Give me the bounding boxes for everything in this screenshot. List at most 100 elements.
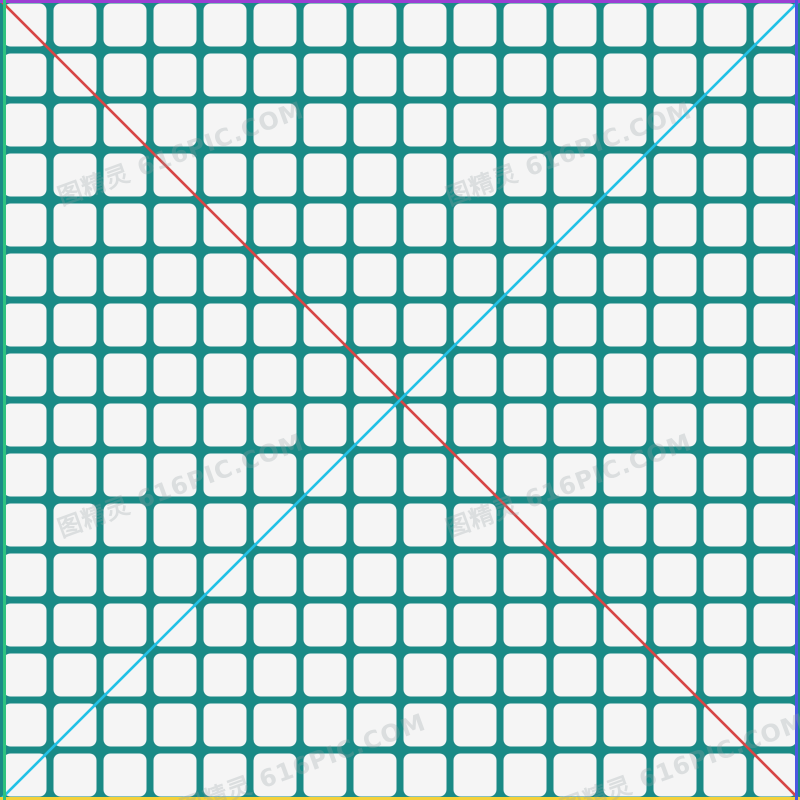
grid-node <box>345 645 355 655</box>
grid-node <box>95 595 105 605</box>
grid-cell <box>253 703 297 747</box>
grid-cell <box>403 53 447 97</box>
grid-cell <box>103 253 147 297</box>
grid-cell <box>603 403 647 447</box>
grid-node <box>595 345 605 355</box>
grid-node <box>645 745 655 755</box>
grid-cell <box>603 53 647 97</box>
grid-node <box>345 495 355 505</box>
grid-node <box>145 745 155 755</box>
grid-node <box>395 345 405 355</box>
grid-node <box>445 595 455 605</box>
grid-cell <box>453 553 497 597</box>
grid-cell <box>653 53 697 97</box>
grid-cell <box>403 303 447 347</box>
grid-node <box>145 395 155 405</box>
grid-cell <box>203 603 247 647</box>
grid-cell <box>353 553 397 597</box>
grid-cell <box>353 53 397 97</box>
grid-node <box>395 445 405 455</box>
grid-node <box>445 295 455 305</box>
grid-node <box>45 245 55 255</box>
grid-node <box>695 295 705 305</box>
grid-node <box>295 545 305 555</box>
grid-cell <box>303 603 347 647</box>
grid-node <box>245 295 255 305</box>
grid-node <box>45 145 55 155</box>
grid-node <box>145 495 155 505</box>
grid-cell <box>503 53 547 97</box>
grid-cell <box>103 603 147 647</box>
grid-node <box>545 445 555 455</box>
grid-cell <box>303 403 347 447</box>
grid-node <box>245 745 255 755</box>
grid-cell <box>53 603 97 647</box>
grid-node <box>645 695 655 705</box>
grid-cell <box>103 403 147 447</box>
grid-cell <box>753 603 797 647</box>
grid-node <box>395 695 405 705</box>
grid-node <box>695 645 705 655</box>
grid-node <box>145 595 155 605</box>
grid-node <box>95 195 105 205</box>
grid-node <box>595 45 605 55</box>
grid-cell <box>703 603 747 647</box>
grid-cell <box>703 403 747 447</box>
grid-node <box>645 95 655 105</box>
grid-node <box>45 495 55 505</box>
grid-cell <box>603 753 647 797</box>
grid-node <box>495 595 505 605</box>
grid-cell <box>153 103 197 147</box>
grid-node <box>595 745 605 755</box>
grid-cell <box>553 53 597 97</box>
grid-node <box>295 345 305 355</box>
grid-node <box>45 95 55 105</box>
grid-node <box>195 445 205 455</box>
grid-node <box>345 595 355 605</box>
grid-node <box>145 45 155 55</box>
grid-cell <box>403 203 447 247</box>
grid-cell <box>153 403 197 447</box>
grid-node <box>295 195 305 205</box>
grid-node <box>195 645 205 655</box>
grid-cell <box>553 653 597 697</box>
grid-cell <box>353 153 397 197</box>
grid-node <box>95 495 105 505</box>
grid-cell <box>203 3 247 47</box>
grid-node <box>495 345 505 355</box>
grid-node <box>445 545 455 555</box>
grid-cell <box>703 453 747 497</box>
grid-cell <box>503 203 547 247</box>
grid-node <box>195 495 205 505</box>
grid-cell <box>3 453 47 497</box>
grid-cell <box>203 753 247 797</box>
grid-cell <box>403 103 447 147</box>
grid-node <box>645 545 655 555</box>
grid-cell <box>253 303 297 347</box>
grid-node <box>695 445 705 455</box>
grid-cell <box>503 703 547 747</box>
grid-cell <box>303 753 347 797</box>
grid-cell <box>253 603 297 647</box>
grid-cell <box>303 503 347 547</box>
grid-node <box>745 395 755 405</box>
grid-cell <box>153 453 197 497</box>
grid-node <box>345 195 355 205</box>
grid-node <box>545 45 555 55</box>
grid-cell <box>753 203 797 247</box>
grid-node <box>595 145 605 155</box>
grid-node <box>745 645 755 655</box>
grid-cell <box>403 503 447 547</box>
grid-node <box>45 645 55 655</box>
grid-cell <box>403 453 447 497</box>
grid-node <box>395 95 405 105</box>
grid-node <box>195 95 205 105</box>
grid-node <box>495 745 505 755</box>
grid-cell <box>253 753 297 797</box>
grid-node <box>545 145 555 155</box>
grid-cell <box>203 353 247 397</box>
grid-cell <box>353 603 397 647</box>
grid-cell <box>403 553 447 597</box>
grid-cell <box>53 103 97 147</box>
